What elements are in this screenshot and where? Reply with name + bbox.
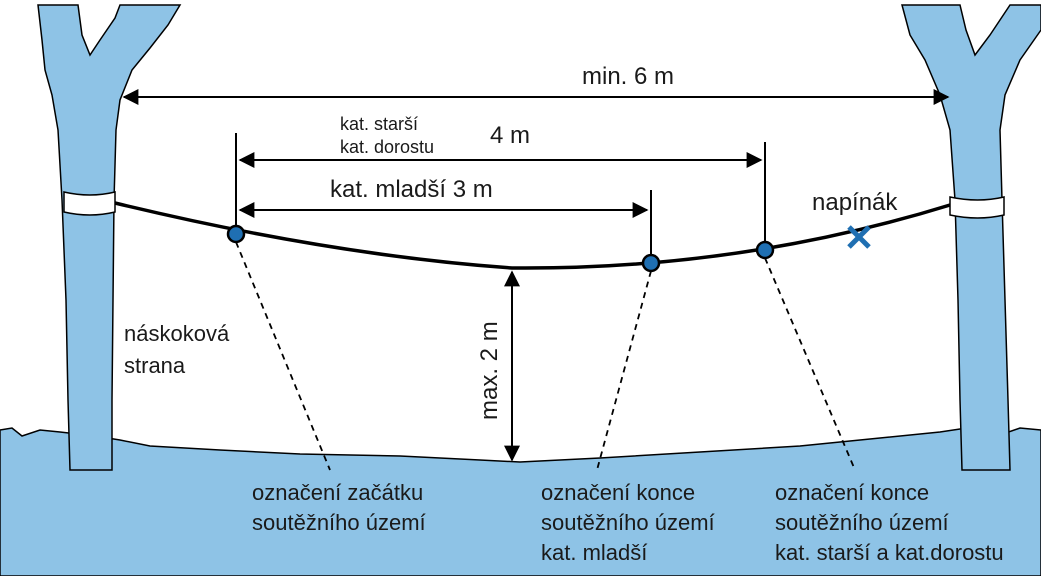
end-older-leader-line [764,257,856,471]
younger-distance-label: kat. mladší 3 m [330,176,493,203]
left-tree [37,4,182,471]
older-distance-label: 4 m [490,122,530,149]
end-older-caption-2: soutěžního území [775,510,949,535]
end-older-marker-icon [755,240,775,260]
end-younger-leader-line [596,270,652,471]
right-tree-band [949,196,1005,219]
cat-older-label-1: kat. starší [340,114,418,134]
start-marker-icon [226,224,246,244]
end-older-caption-3: kat. starší a kat.dorostu [775,540,1004,565]
end-younger-caption-1: označení konce [541,480,695,505]
end-younger-marker-icon [641,253,661,273]
slackline-rope [114,201,951,270]
start-caption-1: označení začátku [252,480,423,505]
takeoff-label-2: strana [124,353,186,378]
max-height-label: max. 2 m [476,321,503,420]
min-distance-label: min. 6 m [582,63,674,90]
start-caption-2: soutěžního území [252,510,426,535]
tensioner-label: napínák [812,189,898,216]
end-younger-caption-2: soutěžního území [541,510,715,535]
left-tree-band [63,191,116,216]
right-tree [901,4,1041,471]
water-ground [0,425,1041,576]
end-younger-caption-3: kat. mladší [541,540,647,565]
start-leader-line [235,241,331,471]
takeoff-label-1: náskoková [124,321,230,346]
cat-older-label-2: kat. dorostu [340,137,434,157]
end-older-caption-1: označení konce [775,480,929,505]
x-mark-icon [847,225,871,249]
